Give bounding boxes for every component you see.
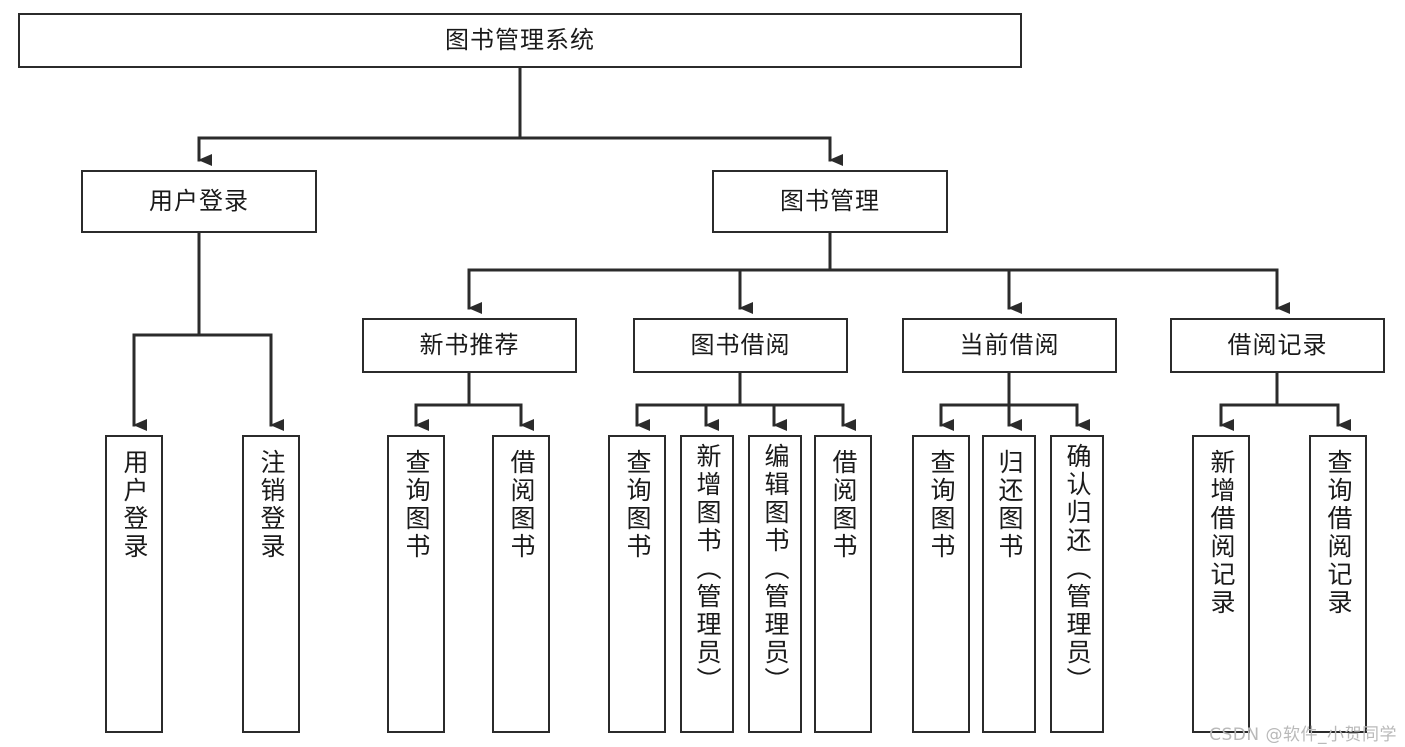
- leaf-confirm-return-admin[interactable]: 确认归还（管理员）: [1050, 435, 1104, 733]
- leaf-query-book-current[interactable]: 查询图书: [912, 435, 970, 733]
- node-label: 借阅记录: [1227, 330, 1328, 359]
- leaf-borrow-book[interactable]: 借阅图书: [814, 435, 872, 733]
- leaf-query-book-recommend[interactable]: 查询图书: [387, 435, 445, 733]
- node-label: 查询图书: [402, 449, 431, 561]
- node-label: 借阅图书: [507, 449, 536, 561]
- leaf-edit-book-admin[interactable]: 编辑图书（管理员）: [748, 435, 802, 733]
- node-label: 图书管理: [780, 186, 880, 215]
- leaf-borrow-book-recommend[interactable]: 借阅图书: [492, 435, 550, 733]
- node-label: 查询图书: [623, 449, 652, 561]
- watermark: CSDN @软件_小贺同学: [1209, 725, 1397, 745]
- node-label: 归还图书: [995, 449, 1024, 561]
- node-current-borrow[interactable]: 当前借阅: [902, 318, 1117, 373]
- leaf-logout-login[interactable]: 注销登录: [242, 435, 300, 733]
- leaf-add-borrow-record[interactable]: 新增借阅记录: [1192, 435, 1250, 733]
- node-label: 注销登录: [257, 449, 286, 561]
- node-label: 借阅图书: [829, 449, 858, 561]
- node-label: 当前借阅: [959, 330, 1060, 359]
- leaf-user-login[interactable]: 用户登录: [105, 435, 163, 733]
- node-label: 新增图书（管理员）: [693, 443, 722, 695]
- node-root-book-management-system[interactable]: 图书管理系统: [18, 13, 1022, 68]
- node-borrow-record[interactable]: 借阅记录: [1170, 318, 1385, 373]
- node-label: 图书借阅: [690, 330, 791, 359]
- node-user-login[interactable]: 用户登录: [81, 170, 317, 233]
- node-book-borrow[interactable]: 图书借阅: [633, 318, 848, 373]
- node-label: 查询借阅记录: [1324, 449, 1353, 617]
- leaf-return-book[interactable]: 归还图书: [982, 435, 1036, 733]
- node-label: 图书管理系统: [445, 25, 595, 54]
- node-label: 用户登录: [120, 449, 149, 561]
- node-label: 新增借阅记录: [1207, 449, 1236, 617]
- node-label: 编辑图书（管理员）: [761, 443, 790, 695]
- leaf-query-borrow-record[interactable]: 查询借阅记录: [1309, 435, 1367, 733]
- node-label: 确认归还（管理员）: [1063, 443, 1092, 695]
- node-label: 用户登录: [149, 186, 249, 215]
- node-book-management[interactable]: 图书管理: [712, 170, 948, 233]
- node-label: 查询图书: [927, 449, 956, 561]
- leaf-add-book-admin[interactable]: 新增图书（管理员）: [680, 435, 734, 733]
- leaf-query-book-borrow[interactable]: 查询图书: [608, 435, 666, 733]
- node-label: 新书推荐: [419, 330, 520, 359]
- node-new-book-recommend[interactable]: 新书推荐: [362, 318, 577, 373]
